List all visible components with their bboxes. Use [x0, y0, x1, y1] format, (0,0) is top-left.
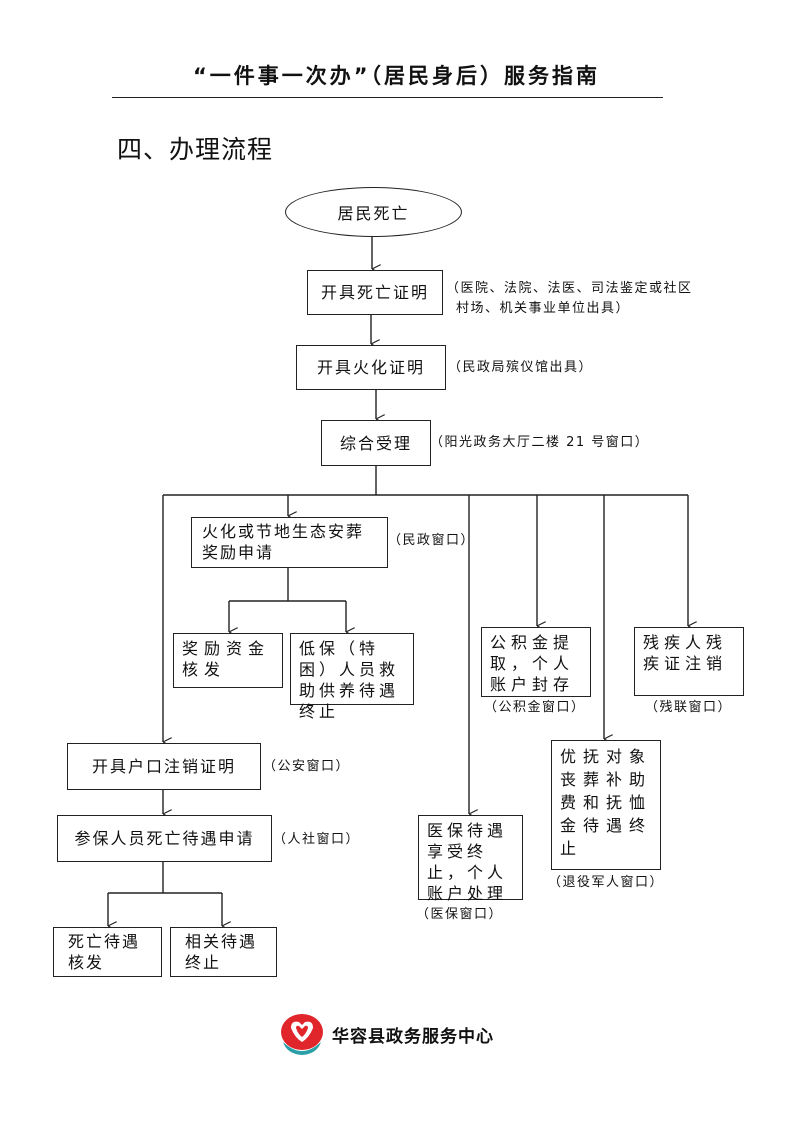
housing-fund-note: （公积金窗口）	[484, 700, 586, 715]
subsistence-end-box: 低保（特困）人员救助供养待遇终止	[290, 633, 414, 721]
comprehensive-acceptance-box: 综合受理	[321, 420, 431, 466]
death-benefits-box: 死亡待遇核发	[53, 927, 162, 977]
death-certificate-box: 开具死亡证明	[307, 270, 443, 315]
insured-death-note: （人社窗口）	[273, 832, 361, 847]
death-certificate-note-1: （医院、法院、法医、司法鉴定或社区	[446, 281, 693, 296]
veteran-benefits-note: （退役军人窗口）	[548, 875, 665, 890]
disability-cert-box: 残疾人残疾证注销	[634, 627, 744, 696]
related-end-box: 相关待遇终止	[170, 927, 277, 977]
insured-death-box: 参保人员死亡待遇申请	[57, 815, 272, 862]
household-cancel-box: 开具户口注销证明	[67, 743, 261, 790]
title-divider	[112, 97, 663, 98]
document-title: “一件事一次办”（居民身后）服务指南	[192, 64, 601, 88]
disability-cert-note: （残联窗口）	[645, 700, 733, 715]
medical-insurance-note: （医保窗口）	[416, 907, 504, 922]
medical-insurance-box: 医保待遇享受终止，个人账户处理	[418, 815, 523, 903]
death-certificate-note-2: 村场、机关事业单位出具）	[456, 301, 631, 316]
section-heading: 四、办理流程	[117, 135, 274, 164]
start-node-resident-death: 居民死亡	[285, 187, 462, 237]
eco-burial-reward-box: 火化或节地生态安葬奖励申请	[191, 517, 388, 568]
household-cancel-note: （公安窗口）	[263, 759, 351, 774]
veteran-benefits-box: 优抚对象丧葬补助费和抚恤金待遇终止	[551, 740, 661, 870]
housing-fund-box: 公积金提取，个人账户封存	[481, 627, 591, 697]
footer-org-name: 华容县政务服务中心	[332, 1027, 494, 1047]
comprehensive-acceptance-note: （阳光政务大厅二楼 21 号窗口）	[430, 435, 650, 450]
cremation-certificate-note: （民政局殡仪馆出具）	[448, 360, 594, 375]
reward-funds-box: 奖励资金核发	[173, 633, 283, 688]
government-service-logo-icon	[281, 1014, 323, 1055]
eco-burial-note: （民政窗口）	[388, 533, 476, 548]
cremation-certificate-box: 开具火化证明	[296, 345, 446, 390]
